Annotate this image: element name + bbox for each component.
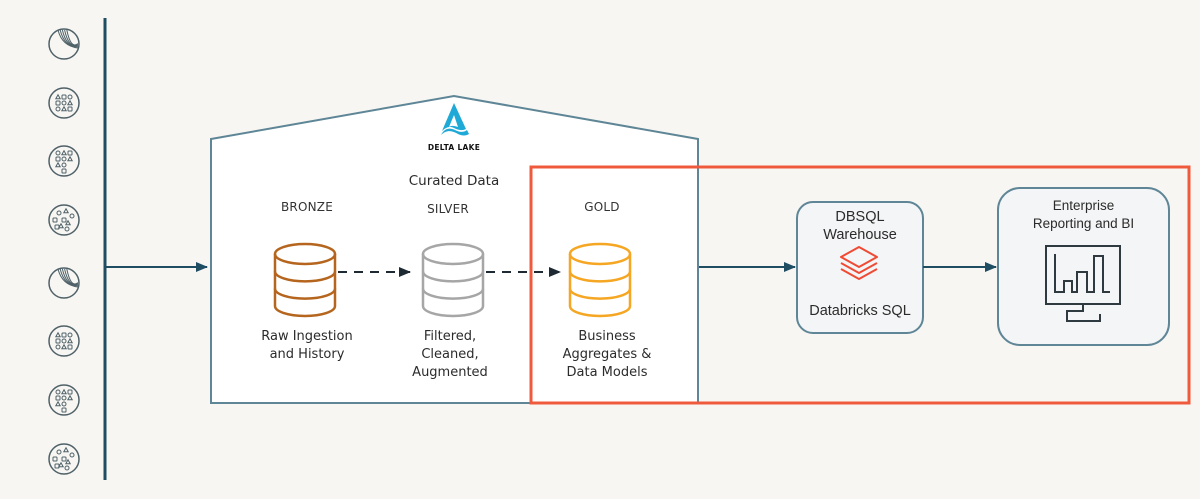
curated-data-title: Curated Data (408, 173, 500, 189)
highlight-frame (529, 165, 1191, 405)
warehouse-title: DBSQL Warehouse (800, 208, 920, 244)
delta-lake-logo-icon (441, 103, 469, 136)
description-line: and History (269, 347, 345, 362)
semi-structured-source-icon (48, 384, 80, 416)
description-line: Cleaned, (421, 347, 479, 362)
delta-lake-logo-text: DELTA LAKE (427, 143, 481, 152)
tier-description-gold: Business Aggregates & Data Models (537, 328, 677, 382)
description-line: Augmented (412, 365, 488, 380)
database-gold-icon (568, 242, 632, 318)
title-line: Warehouse (823, 227, 897, 243)
description-line: Filtered, (423, 329, 477, 344)
unstructured-source-icon (48, 443, 80, 475)
tier-label-bronze: BRONZE (281, 200, 333, 214)
database-silver-icon (421, 242, 485, 318)
description-line: Aggregates & (562, 347, 652, 362)
bi-dashboard-icon (1045, 245, 1121, 322)
database-bronze-icon (273, 242, 337, 318)
streaming-source-icon (48, 28, 80, 60)
tier-description-silver: Filtered, Cleaned, Augmented (385, 328, 515, 382)
reporting-title: Enterprise Reporting and BI (1003, 197, 1164, 233)
title-line: Enterprise (1052, 198, 1115, 213)
databricks-sql-icon (840, 246, 878, 280)
description-line: Raw Ingestion (261, 329, 353, 344)
enterprise-reporting-box[interactable] (997, 187, 1170, 346)
streaming-source-icon (48, 267, 80, 299)
title-line: DBSQL (835, 209, 885, 225)
tier-description-bronze: Raw Ingestion and History (237, 328, 377, 364)
title-line: Reporting and BI (1032, 216, 1135, 231)
unstructured-source-icon (48, 204, 80, 236)
warehouse-subtitle: Databricks SQL (809, 303, 911, 319)
description-line: Business (578, 329, 636, 344)
tier-label-silver: SILVER (427, 202, 469, 216)
data-sources (48, 28, 80, 475)
structured-source-icon (48, 325, 80, 357)
semi-structured-source-icon (48, 145, 80, 177)
description-line: Data Models (566, 365, 648, 380)
structured-source-icon (48, 87, 80, 119)
tier-label-gold: GOLD (584, 200, 620, 214)
lakehouse-container (210, 94, 699, 404)
